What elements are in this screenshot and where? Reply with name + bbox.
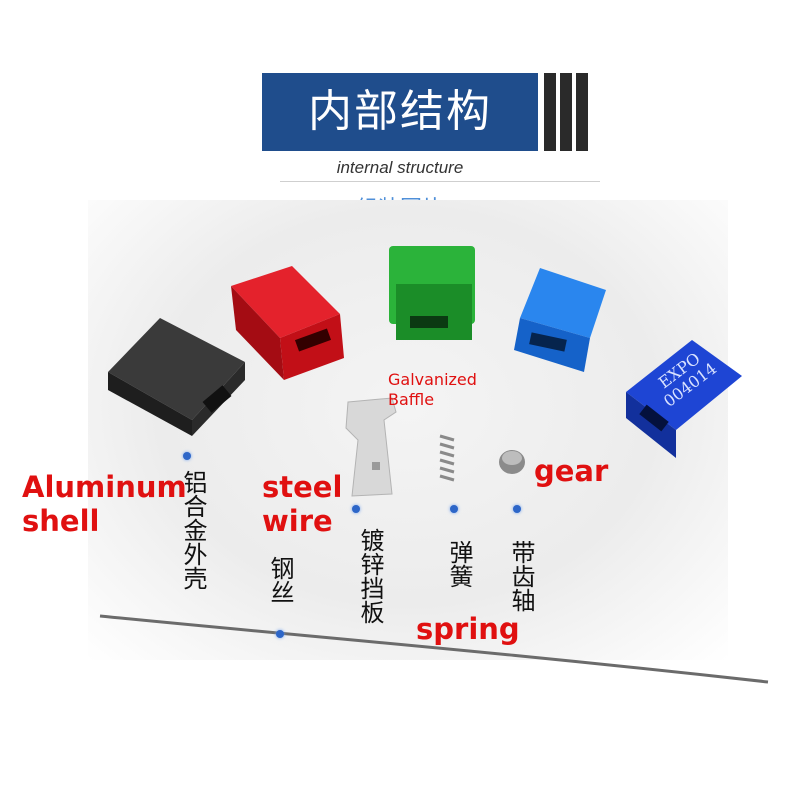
title-bar-decoration — [544, 73, 556, 151]
wire-label-en-line2: wire — [262, 504, 333, 538]
shell-label-en-line1: Aluminum — [22, 470, 187, 504]
spring-marker-dot — [450, 505, 458, 513]
shell-marker-dot — [183, 452, 191, 460]
baffle-label-en-line2: Baffle — [388, 390, 435, 409]
blue-printed-aluminum-shell — [626, 340, 742, 458]
subtitle-english: internal structure — [336, 158, 464, 177]
wire-label-en-line1: steel — [262, 470, 343, 504]
red-aluminum-shell — [231, 266, 344, 380]
subtitle-divider — [280, 181, 600, 182]
gear-label-cn: 带齿轴 — [507, 540, 535, 612]
baffle-marker-dot — [352, 505, 360, 513]
gear-marker-dot — [513, 505, 521, 513]
shell-label-cn: 铝合金外壳 — [179, 470, 207, 590]
gear — [499, 450, 525, 474]
title-banner — [262, 73, 538, 151]
shell-label-en-line2: shell — [22, 504, 100, 538]
title-bar-decoration — [560, 73, 572, 151]
galvanized-baffle — [345, 397, 397, 497]
page-title: 内部结构 — [308, 86, 492, 137]
spring — [439, 434, 455, 482]
spring-label-cn: 弹簧 — [445, 540, 473, 588]
title-bar-decoration — [576, 73, 588, 151]
baffle-label-en-line1: Galvanized — [388, 370, 477, 389]
gear-label-en: gear — [534, 454, 609, 488]
wire-marker-dot — [276, 630, 284, 638]
black-aluminum-shell — [108, 318, 245, 436]
wire-label-en: steel wire — [262, 470, 342, 538]
blue-aluminum-shell — [514, 268, 606, 372]
green-aluminum-shell — [389, 246, 475, 340]
baffle-label-cn: 镀锌挡板 — [356, 528, 384, 624]
steel-wire — [99, 614, 769, 684]
baffle-label-en: Galvanized Baffle — [388, 370, 477, 410]
spring-label-en: spring — [416, 612, 520, 646]
shell-label-en: Aluminum shell — [22, 470, 187, 538]
wire-label-cn: 钢丝 — [266, 556, 294, 604]
